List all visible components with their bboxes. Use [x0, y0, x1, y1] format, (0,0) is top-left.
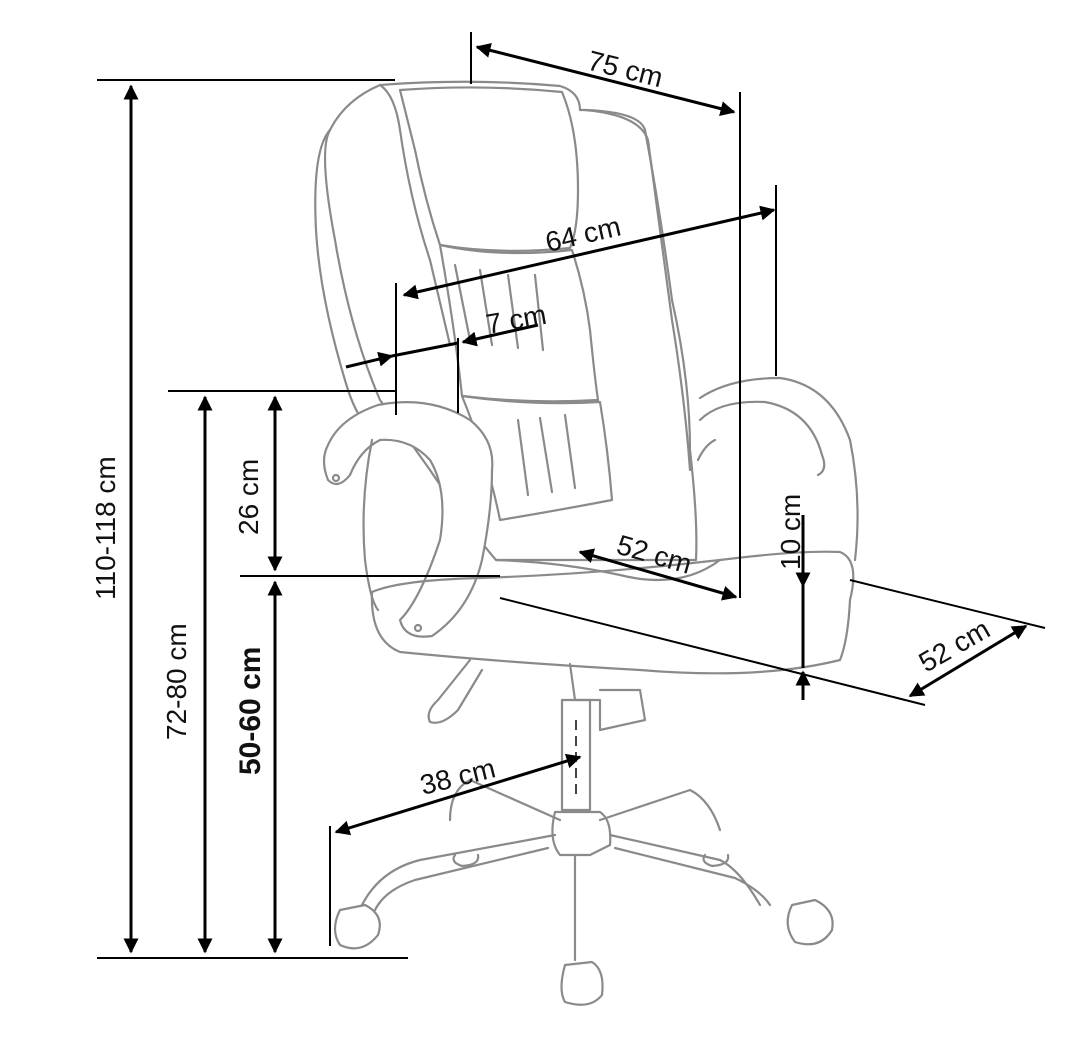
overall-width-arrow — [475, 43, 736, 116]
dimension-annotations — [97, 32, 1046, 959]
total-height-label: 110-118 cm — [90, 456, 121, 600]
seat-width-arrow — [578, 548, 738, 601]
left-armrest-screw-lower — [413, 623, 423, 633]
armrest-width-span — [391, 341, 459, 358]
left-armrest — [322, 401, 494, 638]
left-armrest-screw — [331, 473, 341, 483]
backrest-width-label: 64 cm — [542, 210, 623, 257]
seat-depth-ref-top — [849, 579, 1046, 629]
five-star-base — [360, 778, 762, 962]
seat-mechanism — [568, 662, 647, 732]
left-armrest-inner — [362, 438, 380, 612]
backrest-right-panel — [583, 108, 692, 472]
armrest-width-arrow-right — [461, 323, 539, 347]
backrest-left-bolster — [314, 128, 374, 432]
base-leg-inner — [373, 846, 772, 912]
seat-cushion — [370, 550, 855, 675]
backrest-left-edge — [378, 83, 452, 347]
seat-height-label: 50-60 cm — [234, 647, 267, 775]
armrest-width-arrow-left — [345, 351, 394, 369]
caster-wheels — [333, 853, 834, 1006]
armrest-above-seat-label: 26 cm — [233, 459, 264, 535]
seat-depth-ref-bottom — [499, 597, 926, 706]
armrest-width-label: 7 cm — [484, 299, 549, 340]
dimension-labels: 110-118 cm 72-80 cm 26 cm 50-60 cm 75 cm… — [90, 45, 995, 801]
tilt-lever — [427, 658, 484, 724]
seat-depth-arrow — [908, 624, 1028, 698]
backrest-stitching — [453, 263, 577, 497]
armrest-height-label: 72-80 cm — [161, 623, 192, 740]
base-radius-arrow — [334, 753, 582, 836]
seat-thickness-label: 10 cm — [775, 494, 806, 570]
backrest-width-arrow — [402, 205, 776, 300]
